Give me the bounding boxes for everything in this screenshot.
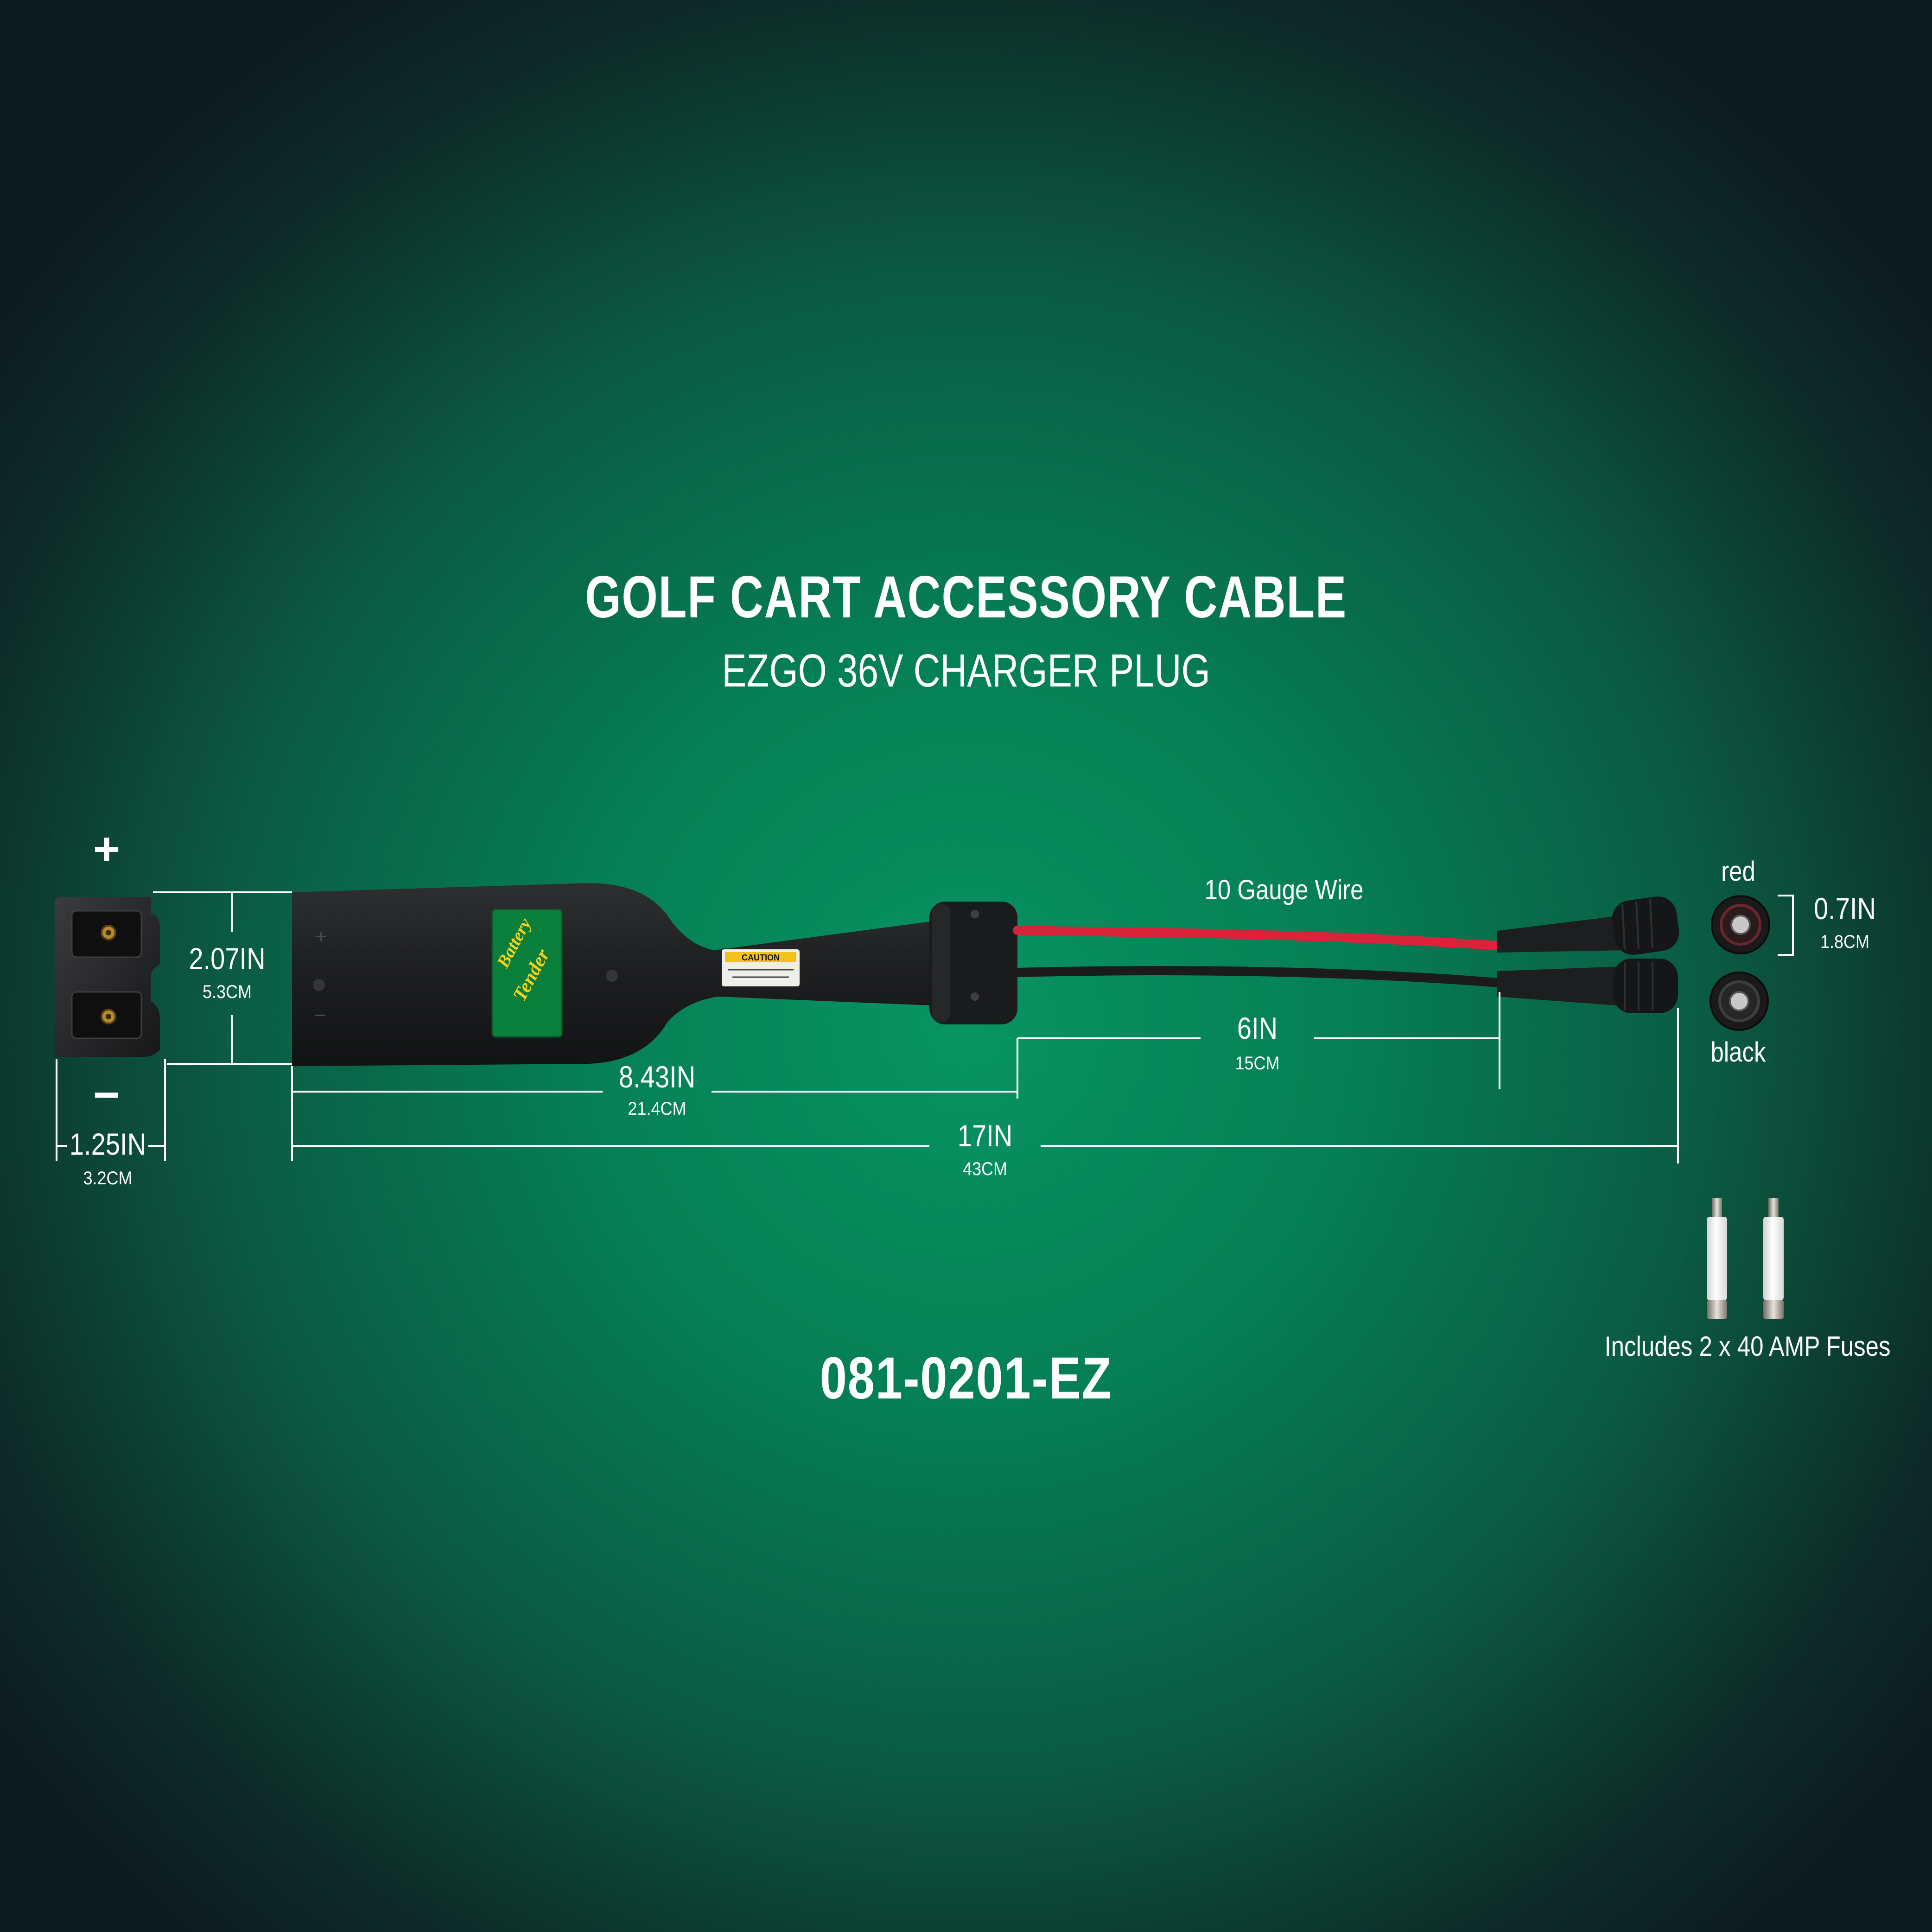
- height-cm-label: 5.3CM: [202, 982, 252, 1002]
- red-wire: [1013, 926, 1516, 951]
- caution-text: CAUTION: [742, 953, 780, 962]
- body-length-inches-label: 8.43IN: [618, 1060, 696, 1094]
- svg-text:+: +: [315, 925, 327, 948]
- plus-symbol: +: [93, 823, 121, 875]
- ezgo-plug-front-view: [55, 897, 160, 1057]
- red-terminal-end-icon: [1711, 895, 1770, 954]
- fuse-1-icon: [1707, 1198, 1727, 1319]
- fuses-label: Includes 2 x 40 AMP Fuses: [1604, 1331, 1891, 1362]
- plug-width-inches-label: 1.25IN: [69, 1127, 146, 1161]
- caution-sticker: CAUTION: [721, 948, 801, 987]
- terminal-cm-label: 1.8CM: [1820, 932, 1870, 952]
- svg-text:−: −: [314, 1004, 326, 1027]
- terminal-inches-label: 0.7IN: [1813, 891, 1876, 926]
- total-length-inches-label: 17IN: [957, 1119, 1013, 1153]
- plug-width-cm-label: 3.2CM: [83, 1168, 133, 1188]
- wire-length-cm-label: 15CM: [1235, 1053, 1280, 1074]
- height-inches-label: 2.07IN: [189, 941, 266, 976]
- wire-gauge-label: 10 Gauge Wire: [1204, 874, 1364, 905]
- body-length-cm-label: 21.4CM: [628, 1099, 686, 1119]
- dimension-lines: [56, 891, 1794, 1163]
- red-terminal-label: red: [1721, 856, 1755, 887]
- total-length-cm-label: 43CM: [962, 1159, 1008, 1179]
- black-terminal-label: black: [1710, 1036, 1766, 1068]
- plug-body: + − Battery Tender CAUTION: [292, 883, 1017, 1066]
- page-title: GOLF CART ACCESSORY CABLE: [585, 564, 1347, 630]
- fuse-2-icon: [1763, 1198, 1784, 1319]
- black-wire: [1013, 966, 1516, 988]
- battery-tender-logo: Battery Tender: [491, 909, 563, 1038]
- black-terminal-end-icon: [1710, 972, 1769, 1031]
- part-number: 081-0201-EZ: [820, 1345, 1112, 1411]
- red-wire-connector: [1497, 896, 1679, 955]
- black-wire-connector: [1497, 959, 1678, 1013]
- minus-symbol: −: [93, 1069, 121, 1121]
- wire-length-inches-label: 6IN: [1237, 1011, 1278, 1045]
- page-subtitle: EZGO 36V CHARGER PLUG: [722, 645, 1210, 697]
